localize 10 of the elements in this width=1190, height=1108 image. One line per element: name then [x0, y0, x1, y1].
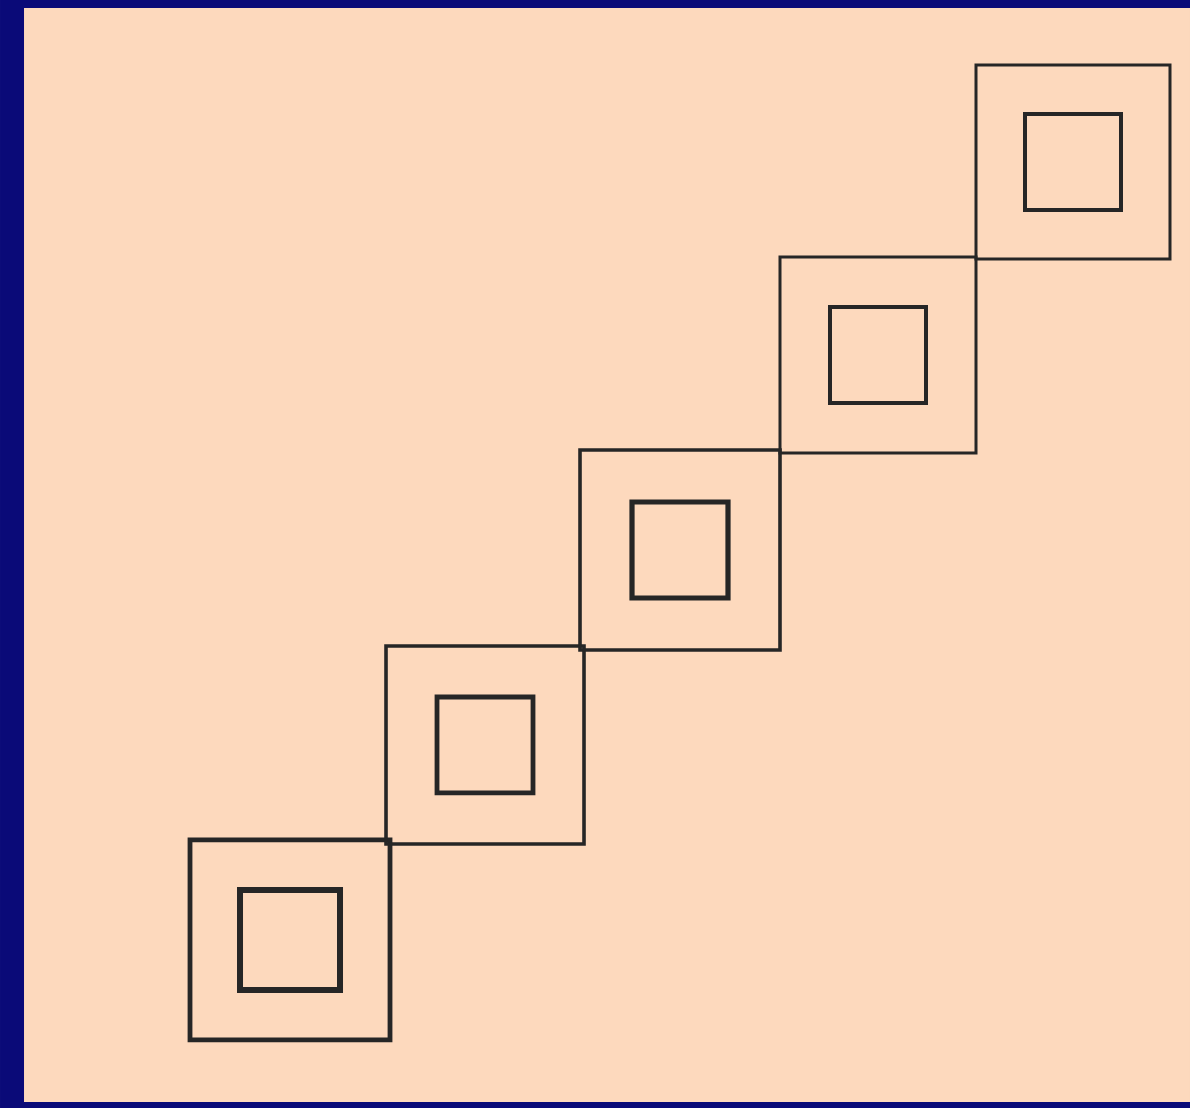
inner-square: [1023, 112, 1123, 212]
outer-square: [384, 644, 586, 846]
inner-square: [237, 886, 343, 993]
outer-square: [187, 837, 393, 1043]
outer-square: [778, 255, 978, 455]
inner-square: [434, 694, 536, 796]
outer-square: [578, 448, 782, 652]
inner-square: [629, 499, 731, 601]
inner-square: [828, 305, 928, 405]
outer-square: [974, 63, 1172, 261]
